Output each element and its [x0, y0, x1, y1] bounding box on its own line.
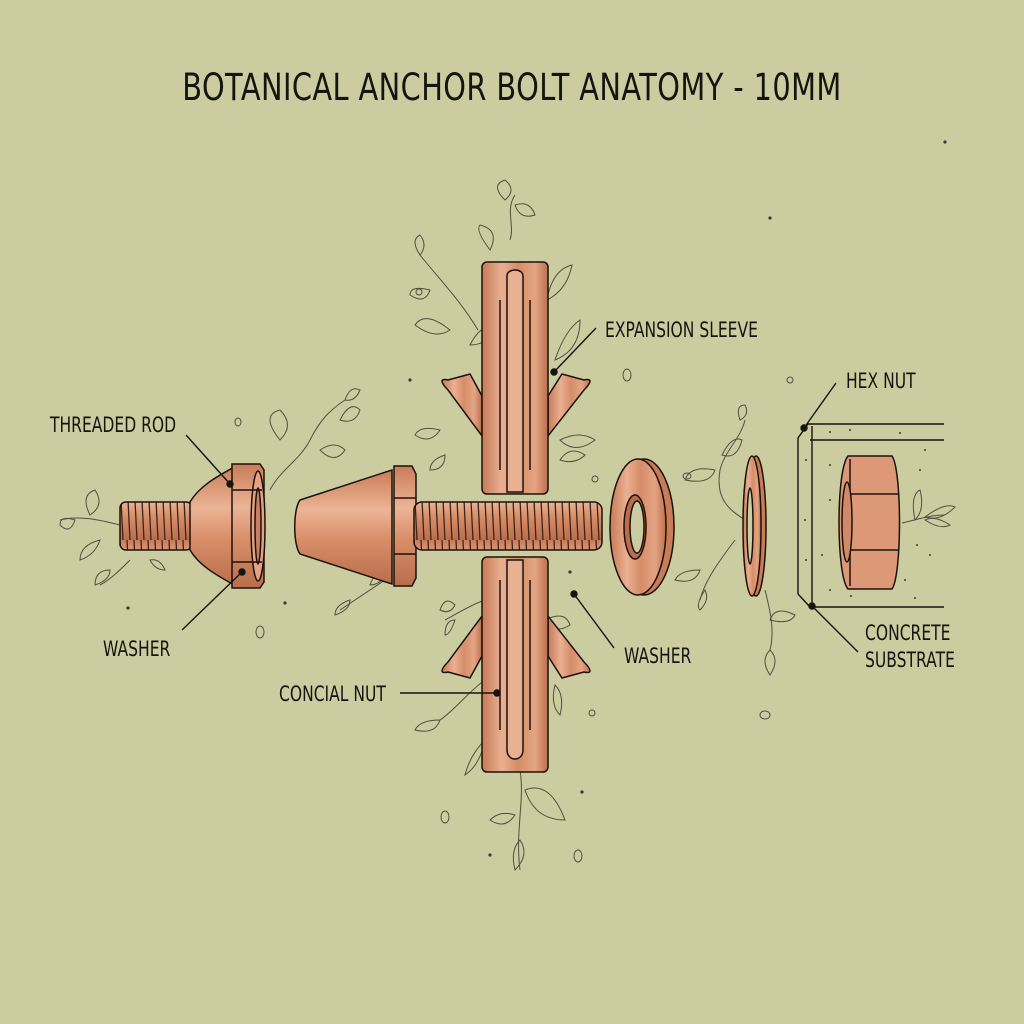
label-concrete-substrate-2: SUBSTRATE [865, 648, 955, 672]
label-concrete-substrate-1: CONCRETE [865, 621, 951, 645]
expansion-sleeve-bottom-part [441, 556, 591, 773]
label-hex-nut: HEX NUT [846, 369, 916, 393]
hex-nut-part [838, 455, 901, 590]
label-washer-left: WASHER [103, 637, 171, 661]
label-expansion-sleeve: EXPANSION SLEEVE [605, 318, 758, 342]
concrete-speckles [804, 429, 931, 599]
label-threaded-rod: THREADED ROD [50, 413, 177, 437]
threaded-rod-part [119, 463, 266, 589]
washer-thin-part [742, 455, 767, 597]
conical-nut-part [294, 465, 603, 587]
ink-dots [126, 140, 947, 857]
vine-decorations [59, 179, 956, 871]
diagram-title: BOTANICAL ANCHOR BOLT ANATOMY - 10MM [182, 66, 842, 109]
label-washer-right: WASHER [624, 644, 692, 668]
expansion-sleeve-top-part [441, 261, 591, 495]
concrete-substrate-part [797, 423, 944, 608]
washer-large-part [609, 458, 675, 596]
leader-lines [181, 327, 859, 697]
label-concial-nut: CONCIAL NUT [279, 682, 386, 706]
